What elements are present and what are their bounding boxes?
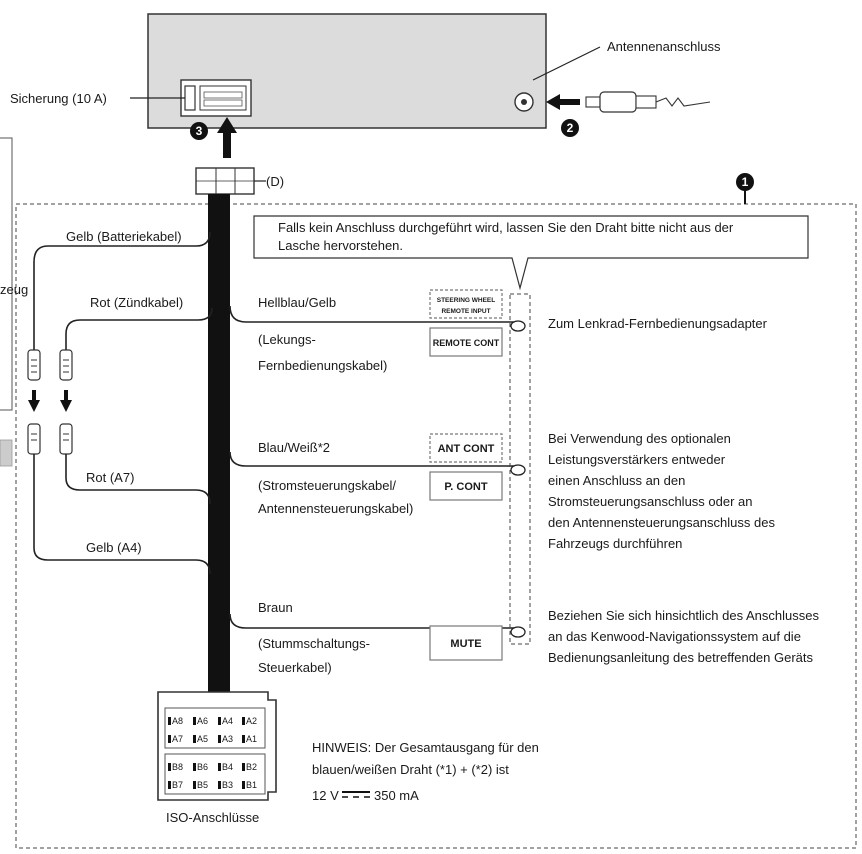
wire-tab-strip (509, 293, 531, 645)
amp-desc-4: Stromsteuerungsanschluss oder an (548, 494, 753, 509)
red-a7-label: Rot (A7) (86, 470, 134, 485)
battery-plug-icon (27, 349, 41, 381)
connector-d-label: (D) (266, 174, 284, 189)
svg-text:MUTE: MUTE (450, 638, 481, 650)
red-ignition-wire (65, 307, 213, 350)
svg-text:B3: B3 (222, 780, 233, 790)
svg-text:B1: B1 (246, 780, 257, 790)
svg-text:P. CONT: P. CONT (444, 481, 487, 493)
wire3-desc1: (Stummschaltungs- (258, 636, 370, 651)
p-cont-tag (429, 471, 503, 501)
wire1-desc1: (Lekungs- (258, 332, 316, 347)
ant-cont-tag (429, 433, 503, 463)
svg-text:B2: B2 (246, 762, 257, 772)
svg-text:B6: B6 (197, 762, 208, 772)
svg-text:A1: A1 (246, 734, 257, 744)
blue-white-wire (229, 451, 514, 467)
down-arrow-icon (60, 390, 72, 412)
wire1-color-label: Hellblau/Gelb (258, 295, 336, 310)
svg-text:2: 2 (567, 121, 574, 135)
wire3-color-label: Braun (258, 600, 293, 615)
hinweis-current: 350 mA (374, 788, 419, 803)
hinweis-voltage: 12 V (312, 788, 339, 803)
amp-desc-1: Bei Verwendung des optionalen (548, 431, 731, 446)
red-a7-wire (65, 454, 211, 505)
svg-text:A3: A3 (222, 734, 233, 744)
amp-desc-2: Leistungsverstärkers entweder (548, 452, 726, 467)
svg-text:3: 3 (196, 124, 203, 138)
iso-label: ISO-Anschlüsse (166, 810, 259, 825)
mute-tag (429, 625, 503, 661)
a7-plug-icon (59, 423, 73, 455)
nav-desc-2: an das Kenwood-Navigationssystem auf die (548, 629, 801, 644)
note-callout (253, 215, 809, 291)
iso-connector (157, 691, 277, 801)
svg-text:B8: B8 (172, 762, 183, 772)
ignition-plug-icon (59, 349, 73, 381)
steering-desc: Zum Lenkrad-Fernbedienungsadapter (548, 316, 768, 331)
nav-desc-3: Bedienungsanleitung des betreffenden Ger… (548, 650, 814, 665)
step1-badge (736, 173, 754, 191)
svg-text:B4: B4 (222, 762, 233, 772)
yellow-battery-label: Gelb (Batteriekabel) (66, 229, 182, 244)
wire-harness-bundle (208, 194, 230, 694)
svg-text:B5: B5 (197, 780, 208, 790)
svg-text:ANT CONT: ANT CONT (438, 443, 495, 455)
wire3-desc2: Steuerkabel) (258, 660, 332, 675)
svg-text:STEERING WHEEL: STEERING WHEEL (437, 297, 496, 304)
unit-socket (180, 79, 252, 117)
amp-desc-3: einen Anschluss an den (548, 473, 685, 488)
antenna-arrow-icon (546, 94, 580, 110)
antenna-plug-icon (585, 91, 711, 113)
svg-text:A2: A2 (246, 716, 257, 726)
remote-cont-tag (429, 327, 503, 357)
dc-symbol-icon (342, 791, 370, 798)
svg-text:A8: A8 (172, 716, 183, 726)
connector-d (195, 167, 255, 195)
dashed-boundary (15, 203, 857, 849)
light-blue-yellow-wire (229, 305, 514, 323)
yellow-a4-wire (33, 454, 211, 575)
left-partial-label: zeug (0, 282, 28, 297)
svg-text:A6: A6 (197, 716, 208, 726)
wire2-color-label: Blau/Weiß*2 (258, 440, 330, 455)
step2-badge (561, 119, 579, 137)
antenna-connector-label: Antennenanschluss (607, 39, 721, 54)
svg-text:A4: A4 (222, 716, 233, 726)
nav-desc-1: Beziehen Sie sich hinsichtlich des Ansch… (548, 608, 819, 623)
up-arrow-icon (217, 117, 237, 158)
svg-text:A5: A5 (197, 734, 208, 744)
hinweis-line2: blauen/weißen Draht (*1) + (*2) ist (312, 762, 509, 777)
step3-badge (190, 122, 208, 140)
svg-text:REMOTE INPUT: REMOTE INPUT (441, 308, 490, 315)
svg-text:A7: A7 (172, 734, 183, 744)
a4-plug-icon (27, 423, 41, 455)
red-ignition-label: Rot (Zündkabel) (90, 295, 183, 310)
svg-text:B7: B7 (172, 780, 183, 790)
down-arrow-icon (28, 390, 40, 412)
steering-wheel-tag (429, 289, 503, 319)
yellow-battery-wire (33, 231, 211, 350)
hinweis-line1: HINWEIS: Der Gesamtausgang für den (312, 740, 539, 755)
note-line1: Falls kein Anschluss durchgeführt wird, … (278, 220, 734, 235)
wire2-desc2: Antennensteuerungskabel) (258, 501, 413, 516)
note-line2: Lasche hervorstehen. (278, 238, 403, 253)
yellow-a4-label: Gelb (A4) (86, 540, 142, 555)
amp-desc-6: Fahrzeugs durchführen (548, 536, 682, 551)
fuse-label: Sicherung (10 A) (10, 91, 107, 106)
wire2-desc1: (Stromsteuerungskabel/ (258, 478, 396, 493)
amp-desc-5: den Antennensteuerungsanschluss des (548, 515, 775, 530)
brown-wire (229, 613, 514, 629)
svg-text:1: 1 (742, 175, 749, 189)
wire1-desc2: Fernbedienungskabel) (258, 358, 387, 373)
svg-text:REMOTE CONT: REMOTE CONT (433, 338, 500, 348)
